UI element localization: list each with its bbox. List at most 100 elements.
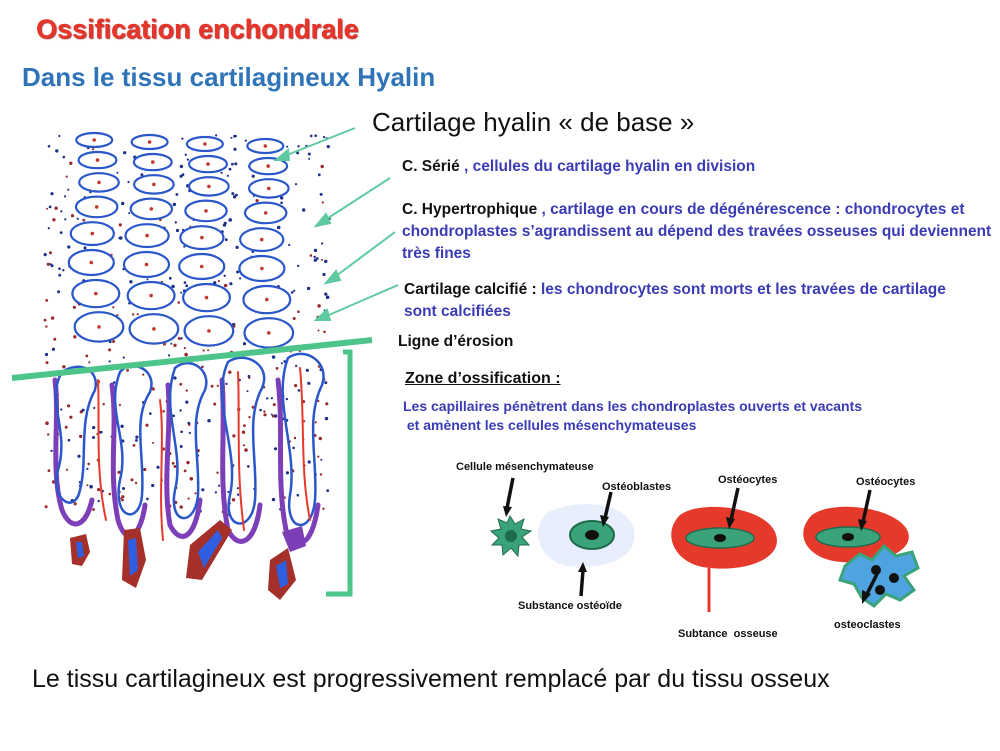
matrix-dot [294, 384, 298, 388]
bone-fragments [70, 520, 306, 600]
matrix-dot [43, 253, 47, 257]
matrix-dot [263, 410, 266, 413]
cell-illustrations [489, 477, 920, 612]
matrix-dot [223, 221, 227, 225]
matrix-dot [227, 490, 230, 493]
matrix-dot [92, 436, 95, 439]
matrix-dot [272, 403, 276, 407]
matrix-dot [271, 414, 275, 418]
matrix-dot [64, 195, 67, 198]
matrix-dot [189, 477, 194, 481]
matrix-dot [49, 263, 52, 266]
matrix-dot [223, 274, 226, 277]
matrix-dot [280, 201, 283, 205]
chondrocyte-nucleus [266, 164, 271, 168]
matrix-dot [184, 153, 187, 156]
matrix-dot [326, 489, 330, 492]
matrix-dot [242, 342, 247, 346]
matrix-dot [120, 424, 124, 428]
matrix-dot [234, 162, 238, 166]
matrix-dot [108, 360, 111, 363]
matrix-dots [43, 134, 331, 516]
matrix-dot [122, 356, 125, 359]
matrix-dot [215, 134, 218, 137]
matrix-dot [131, 313, 135, 316]
matrix-dot [292, 317, 296, 320]
matrix-dot [247, 465, 250, 468]
cartilage-drawing [11, 131, 373, 600]
matrix-dot [69, 415, 73, 419]
matrix-dot [86, 484, 89, 487]
matrix-dot [93, 406, 96, 410]
matrix-dot [172, 414, 175, 418]
matrix-dot [168, 354, 171, 357]
chondrocyte-nucleus [267, 331, 271, 335]
matrix-dot [185, 284, 189, 288]
matrix-dot [275, 367, 279, 370]
matrix-dot [288, 243, 291, 247]
matrix-dot [127, 180, 130, 184]
matrix-dot [214, 491, 217, 494]
matrix-dot [242, 444, 245, 447]
matrix-dot [179, 409, 182, 412]
matrix-dot [179, 505, 183, 509]
matrix-dot [50, 264, 54, 268]
matrix-dot [92, 508, 95, 511]
matrix-dot [120, 497, 122, 500]
page-title: Ossification enchondrale [36, 14, 359, 44]
zone-calcifie: Cartilage calcifié : les chondrocytes so… [404, 279, 964, 323]
matrix-dot [228, 370, 232, 374]
matrix-dot [185, 389, 188, 392]
matrix-dot [58, 267, 61, 271]
chondrocyte-nucleus [207, 184, 211, 189]
matrix-dot [62, 365, 66, 369]
matrix-dot [228, 167, 232, 171]
ossification-trabeculae [52, 352, 325, 546]
base-cartilage-label: Cartilage hyalin « de base » [372, 107, 695, 137]
matrix-dot [317, 329, 320, 332]
matrix-dot [58, 134, 61, 138]
chondrocyte-nucleus [90, 231, 95, 236]
matrix-dot [50, 192, 54, 196]
matrix-dot [235, 245, 239, 249]
matrix-dot [171, 461, 175, 465]
chondrocyte-nucleus [92, 138, 96, 142]
matrix-dot [266, 397, 269, 400]
matrix-dot [128, 212, 131, 215]
matrix-dot [152, 441, 154, 444]
matrix-dot [247, 374, 251, 378]
matrix-dot [314, 421, 317, 424]
matrix-dot [146, 497, 149, 501]
matrix-dot [244, 448, 248, 452]
matrix-dot [179, 445, 183, 448]
osteocytes-label-2: Ostéocytes [856, 476, 916, 488]
matrix-dot [45, 421, 49, 426]
matrix-dot [170, 342, 173, 345]
matrix-dot [121, 495, 125, 499]
matrix-dot [271, 497, 276, 502]
matrix-dot [64, 425, 68, 429]
matrix-dot [116, 171, 119, 174]
bone-substance-label: Subtance osseuse [678, 628, 778, 640]
matrix-dot [186, 460, 190, 465]
matrix-dot [322, 272, 326, 277]
osteoclast-cell [838, 543, 920, 608]
matrix-dot [229, 282, 233, 286]
matrix-dot [97, 488, 101, 492]
matrix-dot [324, 416, 329, 421]
page-subtitle: Dans le tissu cartilagineux Hyalin [22, 62, 436, 92]
conclusion-text: Le tissu cartilagineux est progressiveme… [32, 665, 830, 693]
zone-label: C. Hypertrophique [402, 201, 538, 218]
matrix-dot [309, 254, 313, 257]
matrix-dot [183, 347, 186, 350]
chondrocyte-nucleus [147, 140, 152, 144]
matrix-dot [43, 318, 47, 322]
matrix-dot [112, 340, 116, 343]
matrix-dot [322, 507, 325, 510]
matrix-dot [76, 217, 79, 220]
matrix-dot [180, 337, 183, 340]
matrix-dot [271, 355, 276, 359]
matrix-dot [297, 310, 300, 314]
matrix-dot [184, 352, 188, 357]
chondrocyte-nucleus [97, 180, 101, 185]
